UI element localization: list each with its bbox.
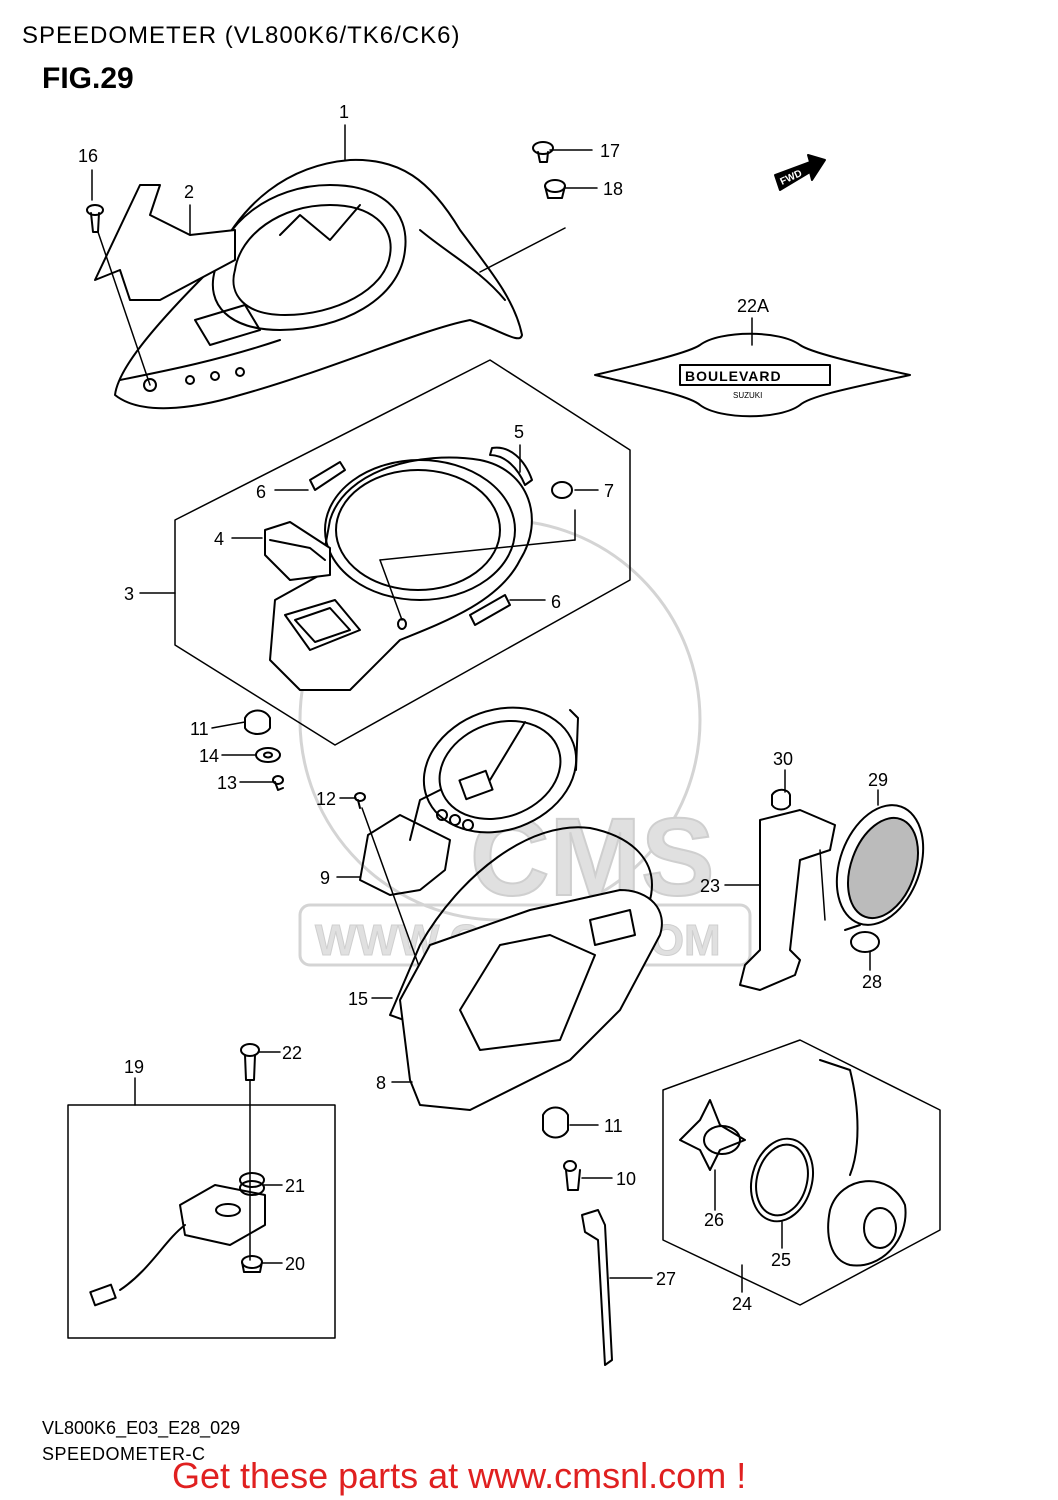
part-24-group-outline [662,1039,941,1306]
leader-lines [91,124,879,1293]
label-7: 7 [604,481,614,501]
speedometer-unit [409,706,579,841]
label-5: 5 [514,422,524,442]
label-8: 8 [376,1073,386,1093]
label-6a: 6 [256,482,266,502]
part-8-lower-case [399,889,663,1111]
part-22a-emblem: BOULEVARD SUZUKI [594,332,911,418]
part-20-nut [241,1255,263,1273]
label-26: 26 [704,1210,724,1230]
label-18: 18 [603,179,623,199]
part-6b-pad [469,594,511,626]
label-28: 28 [862,972,882,992]
part-7-grommet [379,481,576,630]
figure-number: FIG.29 [42,62,134,95]
label-22: 22 [282,1043,302,1063]
part-13-screw [272,775,284,791]
label-11a: 11 [190,719,209,739]
label-21: 21 [285,1176,305,1196]
part-28-clip [844,924,880,953]
part-number-labels: 1 2 3 4 5 6 6 7 8 9 10 11 11 12 13 14 15… [78,102,888,1314]
diagram-code: VL800K6_E03_E28_029 [42,1418,241,1438]
part-6a-pad [309,461,346,491]
label-22a: 22A [737,296,769,316]
label-25: 25 [771,1250,791,1270]
part-3-meter-case [269,456,533,691]
label-23: 23 [700,876,720,896]
diagram-name: SPEEDOMETER-C [42,1444,206,1464]
fwd-label: FWD [779,168,804,188]
label-9: 9 [320,868,330,888]
fwd-arrow [774,154,826,191]
label-6b: 6 [551,592,561,612]
label-16: 16 [78,146,98,166]
label-13: 13 [217,773,237,793]
promo-link[interactable]: Get these parts at www.cmsnl.com ! [172,1455,747,1496]
label-29: 29 [868,770,888,790]
part-16-screw [86,204,151,386]
emblem-subtext: SUZUKI [733,391,762,400]
part-14-washer [255,747,281,763]
label-11b: 11 [604,1116,623,1136]
part-24-lamp-socket [819,1059,907,1267]
part-26-socket [679,1099,746,1171]
label-20: 20 [285,1254,305,1274]
watermark-brand: CMS [470,796,714,919]
part-9-plate [359,814,451,896]
part-19-sensor [89,1184,266,1307]
part-2-bracket [94,184,236,301]
part-19-group-outline [67,1104,336,1339]
part-30-nut [771,788,791,811]
part-3-group-outline [174,359,631,746]
label-4: 4 [214,529,224,549]
emblem-text: BOULEVARD [685,368,782,384]
part-21-collar [239,1172,265,1196]
part-25-ring [750,1137,814,1223]
part-4-cushion [264,521,331,581]
label-1: 1 [339,102,349,122]
part-17-screw [532,141,554,163]
label-24: 24 [732,1294,752,1314]
label-2: 2 [184,182,194,202]
part-22-bolt [240,1043,260,1261]
part-5-pad [489,446,533,486]
part-11b-grommet [542,1106,569,1139]
label-10: 10 [616,1169,636,1189]
part-23-bracket [739,809,836,991]
label-12: 12 [316,789,336,809]
label-15: 15 [348,989,368,1009]
label-19: 19 [124,1057,144,1077]
diagram-title: SPEEDOMETER (VL800K6/TK6/CK6) [22,22,461,49]
label-30: 30 [773,749,793,769]
part-10-bolt [563,1160,581,1191]
label-3: 3 [124,584,134,604]
label-14: 14 [199,746,219,766]
part-27-cable-tie [581,1209,613,1366]
label-27: 27 [656,1269,676,1289]
label-17: 17 [600,141,620,161]
part-11a-grommet [244,709,271,735]
part-29-reflector [835,804,925,926]
part-18-grommet [479,179,566,273]
